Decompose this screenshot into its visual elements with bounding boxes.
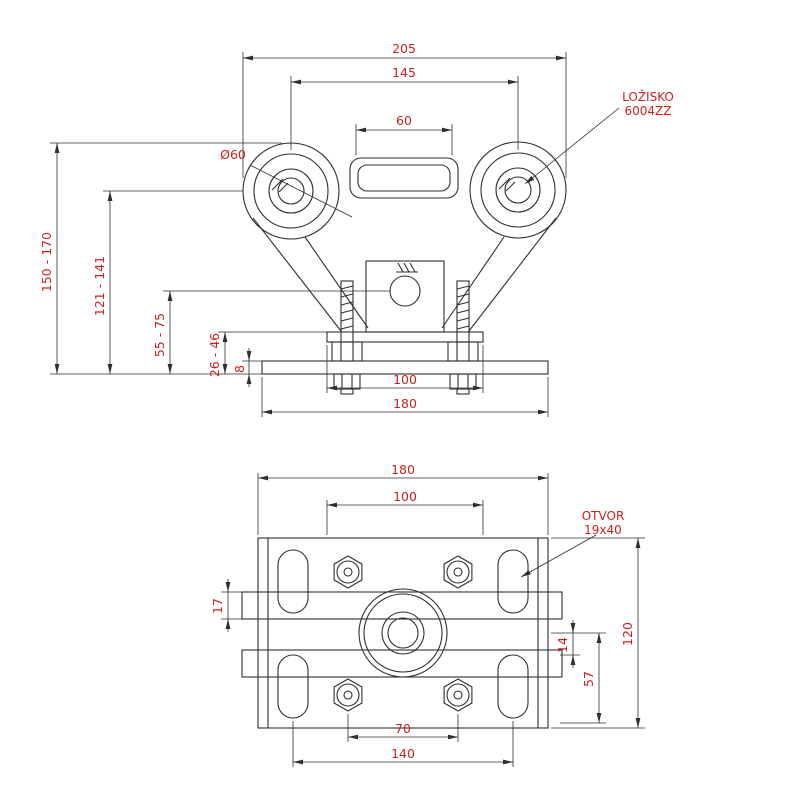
part-geometry <box>241 141 567 729</box>
top-slot-tab <box>349 157 459 199</box>
dim-stud-plate-width: 100 <box>393 372 417 387</box>
right-roller <box>469 141 567 239</box>
left-roller <box>242 142 340 240</box>
dim-slot-width: 60 <box>396 113 412 128</box>
dim-plan-plate-width: 180 <box>391 462 415 477</box>
plate-outline <box>257 537 549 729</box>
label-slot-line1: OTVOR <box>582 509 625 523</box>
channel-flanges <box>241 591 563 678</box>
plan-view <box>241 537 563 729</box>
dim-overall-width: 205 <box>392 41 416 56</box>
center-bracket <box>365 260 445 333</box>
dim-plate-height: 120 <box>620 622 635 646</box>
dim-overall-height-range: 150 - 170 <box>39 232 54 292</box>
dim-adjust-range: 26 - 46 <box>207 333 222 377</box>
base-plate-front <box>261 360 549 375</box>
left-stud <box>331 280 363 362</box>
dim-base-plate-width: 180 <box>393 396 417 411</box>
label-bearing-line2: 6004ZZ <box>625 104 672 118</box>
right-stud <box>447 280 479 362</box>
bolt-bottom-left <box>333 678 363 712</box>
front-view <box>242 141 567 395</box>
spacer-plate <box>326 331 484 343</box>
label-roller-diameter: Ø60 <box>220 147 246 162</box>
center-boss <box>358 588 448 678</box>
dim-slot-spacing: 140 <box>391 746 415 761</box>
dim-roller-height-range: 121 - 141 <box>92 256 107 316</box>
label-bearing-line1: LOŽISKO <box>622 89 674 104</box>
dim-bolt-spacing: 70 <box>395 721 411 736</box>
dim-plan-inner-width: 100 <box>393 489 417 504</box>
corner-slots <box>277 549 529 719</box>
bolt-top-right <box>443 555 473 589</box>
label-slot-line2: 19x40 <box>584 523 622 537</box>
dimension-text: 205 145 60 Ø60 LOŽISKO 6004ZZ 150 - 170 … <box>39 41 674 761</box>
dim-center-offset: 14 <box>555 637 570 653</box>
dim-plate-thickness: 8 <box>232 365 247 373</box>
bolt-top-left <box>333 555 363 589</box>
dimension-lines <box>50 52 645 767</box>
dim-side-height: 57 <box>581 671 596 687</box>
dim-roller-spacing: 145 <box>392 65 416 80</box>
dim-pin-height-range: 55 - 75 <box>152 313 167 357</box>
bolt-bottom-right <box>443 678 473 712</box>
body-outline <box>252 217 557 332</box>
dim-flange-width: 17 <box>210 598 225 614</box>
